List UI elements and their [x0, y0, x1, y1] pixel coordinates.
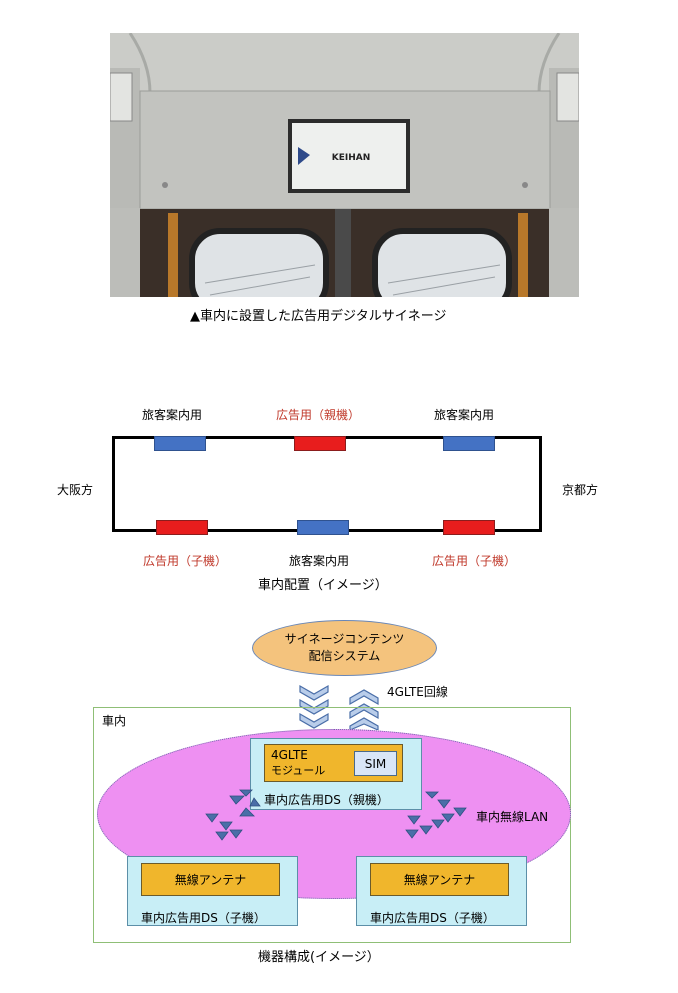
- ad-screen-master: [294, 436, 346, 451]
- content-system-line1: サイネージコンテンツ: [284, 632, 405, 646]
- in-car-area: [93, 707, 571, 943]
- ad-screen-slave-right: [443, 520, 495, 535]
- label-bottom-left: 広告用（子機）: [143, 554, 228, 568]
- guide-screen-bottom-center: [297, 520, 349, 535]
- ds-slave-label-left: 車内広告用DS（子機）: [141, 911, 266, 925]
- osaka-side-label: 大阪方: [57, 483, 94, 497]
- sim-card: SIM: [354, 751, 397, 776]
- wlan-label: 車内無線LAN: [476, 810, 549, 824]
- lte-module-line2: モジュール: [271, 764, 326, 777]
- lte-link-label: 4GLTE回線: [387, 685, 448, 699]
- label-bottom-center: 旅客案内用: [289, 554, 350, 568]
- content-system-line2: 配信システム: [308, 649, 381, 663]
- train-interior-image: KEIHAN: [110, 33, 579, 297]
- signage-photo: KEIHAN: [110, 33, 579, 297]
- ad-screen-slave-left: [156, 520, 208, 535]
- wlan-link-arrows-right: [405, 791, 467, 839]
- ds-slave-unit-right: 無線アンテナ 車内広告用DS（子機）: [356, 856, 527, 926]
- ds-master-label: 車内広告用DS（親機）: [264, 793, 389, 807]
- label-top-right: 旅客案内用: [434, 408, 495, 422]
- ds-master-unit: 4GLTE モジュール SIM 車内広告用DS（親機）: [250, 738, 422, 810]
- layout-caption: 車内配置（イメージ）: [258, 578, 388, 593]
- content-distribution-system: サイネージコンテンツ 配信システム: [252, 620, 437, 676]
- photo-caption: ▲車内に設置した広告用デジタルサイネージ: [190, 309, 447, 324]
- label-top-left: 旅客案内用: [142, 408, 203, 422]
- wireless-antenna-right: 無線アンテナ: [370, 863, 509, 896]
- ds-slave-unit-left: 無線アンテナ 車内広告用DS（子機）: [127, 856, 298, 926]
- lte-module: 4GLTE モジュール SIM: [264, 744, 403, 782]
- in-car-area-label: 車内: [102, 714, 127, 728]
- guide-screen-top-right: [443, 436, 495, 451]
- wlan-link-arrows-left: [205, 789, 261, 841]
- lte-module-line1: 4GLTE: [271, 748, 308, 762]
- label-top-center: 広告用（親機）: [276, 408, 361, 422]
- screen-brand-text: KEIHAN: [332, 153, 371, 163]
- wireless-antenna-left: 無線アンテナ: [141, 863, 280, 896]
- label-bottom-right: 広告用（子機）: [432, 554, 517, 568]
- kyoto-side-label: 京都方: [562, 483, 599, 497]
- guide-screen-top-left: [154, 436, 206, 451]
- ds-slave-label-right: 車内広告用DS（子機）: [370, 911, 495, 925]
- system-caption: 機器構成(イメージ）: [258, 950, 380, 965]
